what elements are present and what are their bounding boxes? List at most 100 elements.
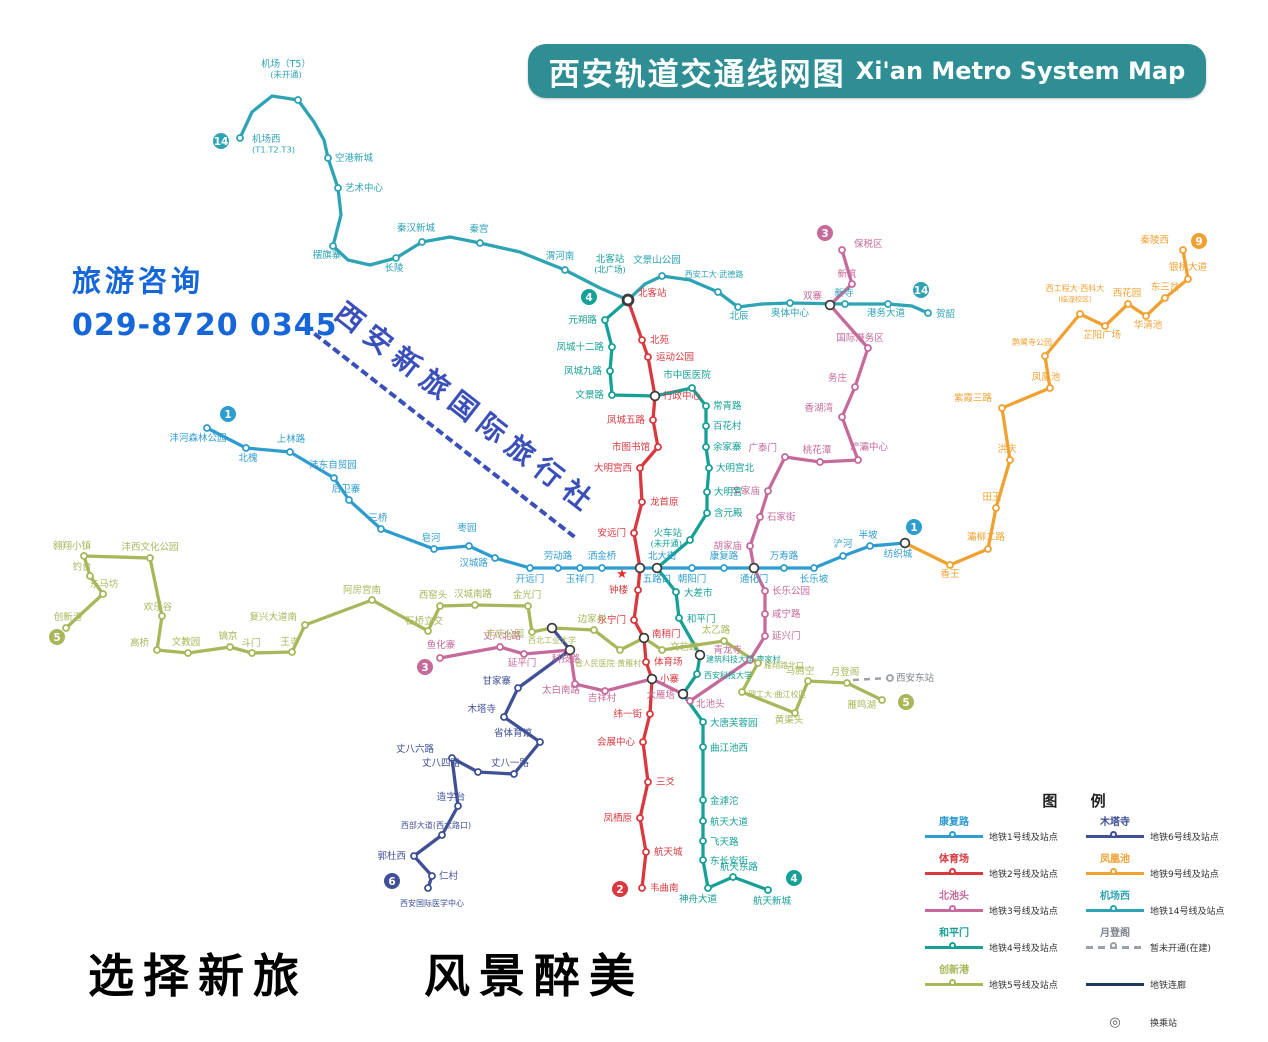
- station-dot: [608, 343, 616, 351]
- station-dot: [843, 679, 851, 687]
- station-label: 劳动路: [544, 550, 573, 562]
- station-label: 皂河: [421, 532, 441, 544]
- station-dot: [729, 873, 737, 881]
- station-label: 余家寨: [713, 441, 742, 453]
- station-label: 西安工大·武德路: [685, 269, 744, 279]
- station-label: 大明宫西: [594, 462, 632, 474]
- station-dot: [528, 628, 536, 636]
- line-badge-9: [1190, 232, 1208, 250]
- legend-row: 地铁6号线及站点: [1086, 830, 1237, 843]
- station-dot: [866, 542, 874, 550]
- station-label: 纬一街: [613, 708, 642, 720]
- legend-station-name: 机场西: [1100, 891, 1130, 902]
- station-label: 建筑科技大学·李家村: [706, 654, 781, 664]
- station-label: 咸宁路: [772, 608, 801, 620]
- station-label: 创新港: [54, 611, 83, 623]
- station-dot: [761, 587, 769, 595]
- transfer-station-dot: [646, 673, 658, 685]
- transfer-station-dot: [649, 390, 661, 402]
- station-label: 灞柳二路: [967, 531, 1006, 543]
- legend-row: ◎换乘站: [1086, 1015, 1237, 1030]
- station-label: 凤城五路: [607, 414, 646, 426]
- station-dot: [510, 770, 518, 778]
- station-label: 港务大道: [867, 307, 906, 319]
- station-label: 半坡: [858, 529, 878, 541]
- contact-phone: 029-8720 0345: [72, 308, 338, 343]
- legend-station-name: 创新港: [939, 965, 969, 976]
- station-label: 金滹沱: [710, 795, 739, 807]
- station-dot: [780, 564, 788, 572]
- station-label: 翱翔小镇: [53, 540, 92, 552]
- station-dot: [746, 542, 754, 550]
- legend-entry: 地铁连廊: [1086, 965, 1237, 995]
- station-label: 丈八北路: [483, 630, 522, 642]
- station-dot: [638, 498, 646, 506]
- line-badge-4: [580, 288, 598, 306]
- station-label: 秦陵西: [1140, 234, 1169, 246]
- legend-row: 地铁3号线及站点: [925, 904, 1076, 917]
- station-dot: [764, 886, 772, 894]
- station-dot: [699, 817, 707, 825]
- station-label: 小寨: [660, 673, 680, 685]
- legend-description: 地铁2号线及站点: [989, 870, 1058, 880]
- station-label: 汉城南路: [454, 588, 493, 600]
- station-label: 斗门: [241, 637, 260, 649]
- legend-row: 地铁14号线及站点: [1086, 904, 1237, 917]
- station-label: 浐河: [833, 538, 853, 550]
- station-label: 沣西文化公园: [121, 541, 178, 553]
- under-construction-line: [852, 676, 889, 682]
- metro-line-1: [205, 426, 907, 570]
- station-dot: [738, 688, 746, 696]
- station-dot: [62, 624, 70, 632]
- station-dot: [410, 852, 418, 860]
- station-dot: [654, 443, 662, 451]
- station-label: 延平门: [508, 657, 537, 669]
- station-label: 东长安街: [710, 855, 749, 867]
- station-label: 汉城路: [459, 557, 488, 569]
- station-label: 复兴大道南: [249, 611, 297, 623]
- station-label: 欢乐谷: [144, 601, 173, 613]
- legend-entry: 康复路地铁1号线及站点: [925, 817, 1076, 847]
- legend-row: 地铁5号线及站点: [925, 978, 1076, 991]
- station-label: 凤凰池: [1032, 371, 1061, 383]
- station-dot: [714, 288, 722, 296]
- station-label: 行政中心: [663, 390, 702, 402]
- legend-line-swatch: [925, 942, 983, 949]
- station-dot: [699, 837, 707, 845]
- station-label: 航天新城: [753, 895, 792, 907]
- station-label: 北大街: [648, 550, 677, 562]
- station-label: 王寺: [280, 637, 300, 648]
- station-label: 西安国际医学中心: [400, 898, 464, 908]
- station-dot: [536, 738, 544, 746]
- station-label: 新筑: [837, 268, 857, 280]
- legend-entry: 木塔寺地铁6号线及站点: [1086, 817, 1237, 847]
- station-dot: [816, 458, 824, 466]
- transfer-station-dot: [622, 294, 634, 306]
- station-label: 石家街: [767, 511, 796, 523]
- legend-entry: 体育场地铁2号线及站点: [925, 854, 1076, 884]
- transfer-station-dot: [546, 622, 558, 634]
- station-sublabel: (未开通): [270, 70, 302, 80]
- station-label: 神舟大道: [679, 893, 718, 905]
- station-dot: [561, 266, 569, 274]
- station-label: 会展中心: [597, 736, 636, 748]
- station-dot: [688, 384, 696, 392]
- station-dot: [576, 564, 584, 572]
- station-dot: [703, 509, 711, 517]
- legend-line-swatch: [1086, 983, 1144, 986]
- station-label: 机场（T5）: [261, 58, 311, 70]
- line-badge-number: 14: [214, 136, 229, 148]
- station-label: 东三岔: [1151, 281, 1180, 293]
- station-label: 长乐公园: [772, 585, 810, 597]
- station-dot: [590, 626, 598, 634]
- metro-line-5: [64, 554, 884, 715]
- station-label: 摆旗寨: [313, 249, 342, 261]
- legend-row: 暂未开通(在建): [1086, 941, 1237, 954]
- station-label: 航天东路: [720, 861, 759, 873]
- station-dot: [86, 572, 94, 580]
- station-label: 北槐: [238, 452, 258, 464]
- station-label: 市图书馆: [612, 441, 650, 453]
- station-label: 太乙路: [702, 624, 731, 636]
- station-dot: [598, 564, 606, 572]
- station-dot: [848, 280, 856, 288]
